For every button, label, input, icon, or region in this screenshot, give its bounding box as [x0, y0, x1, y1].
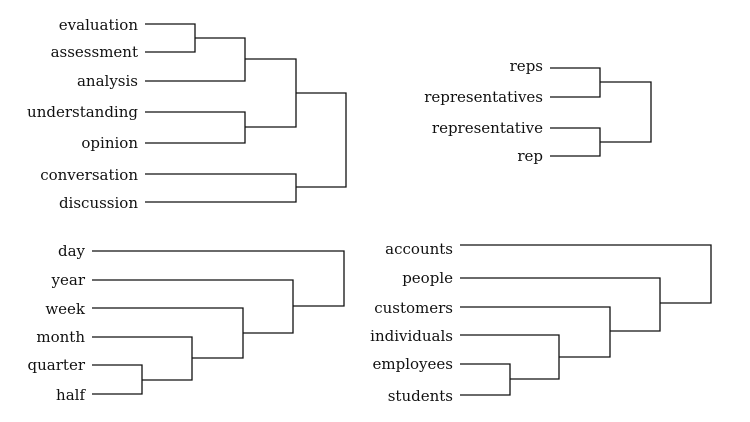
- leaf-label-individuals: individuals: [370, 327, 453, 345]
- dendrogram-link: [92, 364, 143, 395]
- dendrogram-link: [460, 363, 511, 396]
- dendrogram-link: [460, 277, 661, 332]
- leaf-label-month: month: [36, 328, 85, 346]
- leaf-label-conversation: conversation: [40, 166, 138, 184]
- dendrogram-link: [145, 23, 196, 53]
- leaf-label-employees: employees: [373, 355, 453, 373]
- dendrogram-people-cluster: accounts people customers individuals em…: [370, 240, 712, 405]
- dendrogram-link: [550, 127, 601, 157]
- dendrogram-time-cluster: day year week month quarter half: [28, 242, 345, 404]
- leaf-label-accounts: accounts: [385, 240, 453, 258]
- leaf-label-evaluation: evaluation: [59, 16, 139, 34]
- dendrogram-link: [145, 111, 246, 144]
- leaf-label-rep: rep: [517, 147, 543, 165]
- dendrogram-link: [245, 58, 297, 128]
- dendrogram-link: [460, 306, 611, 358]
- leaf-label-understanding: understanding: [27, 103, 138, 121]
- leaf-label-quarter: quarter: [28, 356, 86, 374]
- leaf-label-assessment: assessment: [51, 43, 138, 61]
- dendrogram-representative-cluster: reps representatives representative rep: [424, 57, 652, 165]
- leaf-label-people: people: [402, 269, 453, 287]
- dendrogram-link: [92, 250, 345, 307]
- leaf-label-week: week: [45, 300, 86, 318]
- dendrogram-link: [145, 173, 297, 203]
- dendrogram-evaluation-cluster: evaluation assessment analysis understan…: [27, 16, 347, 212]
- dendrogram-link: [296, 92, 347, 188]
- leaf-label-analysis: analysis: [77, 72, 138, 90]
- leaf-label-representative: representative: [432, 119, 543, 137]
- dendrogram-link: [550, 67, 601, 98]
- leaf-label-students: students: [388, 387, 453, 405]
- leaf-label-representatives: representatives: [424, 88, 543, 106]
- dendrogram-link: [600, 81, 652, 143]
- leaf-label-day: day: [58, 242, 86, 260]
- leaf-label-half: half: [56, 386, 86, 404]
- leaf-label-year: year: [51, 271, 86, 289]
- leaf-label-discussion: discussion: [59, 194, 138, 212]
- leaf-label-reps: reps: [510, 57, 543, 75]
- dendrogram-link: [92, 279, 294, 334]
- dendrogram-link: [92, 307, 244, 359]
- dendrogram-link: [460, 244, 712, 304]
- leaf-label-opinion: opinion: [81, 134, 138, 152]
- leaf-label-customers: customers: [374, 299, 453, 317]
